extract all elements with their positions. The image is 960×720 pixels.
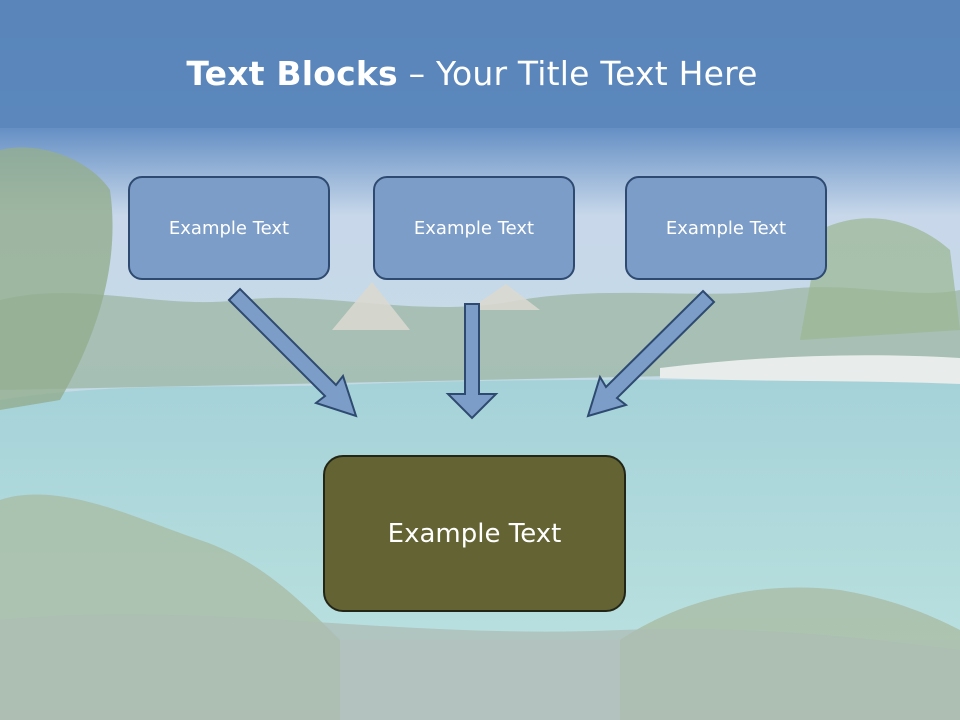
arrow-right [586, 289, 716, 418]
text-block-2[interactable]: Example Text [373, 176, 575, 280]
text-block-1[interactable]: Example Text [128, 176, 330, 280]
result-block-label: Example Text [387, 518, 562, 549]
text-block-1-label: Example Text [168, 217, 290, 239]
text-block-2-label: Example Text [413, 217, 535, 239]
title-rest: – Your Title Text Here [397, 54, 758, 93]
arrow-center [445, 303, 499, 420]
title-bold: Text Blocks [186, 54, 398, 93]
result-block[interactable]: Example Text [323, 455, 626, 612]
text-block-3-label: Example Text [665, 217, 787, 239]
slide-title: Text Blocks – Your Title Text Here [0, 54, 944, 93]
arrow-left [227, 287, 358, 418]
text-block-3[interactable]: Example Text [625, 176, 827, 280]
